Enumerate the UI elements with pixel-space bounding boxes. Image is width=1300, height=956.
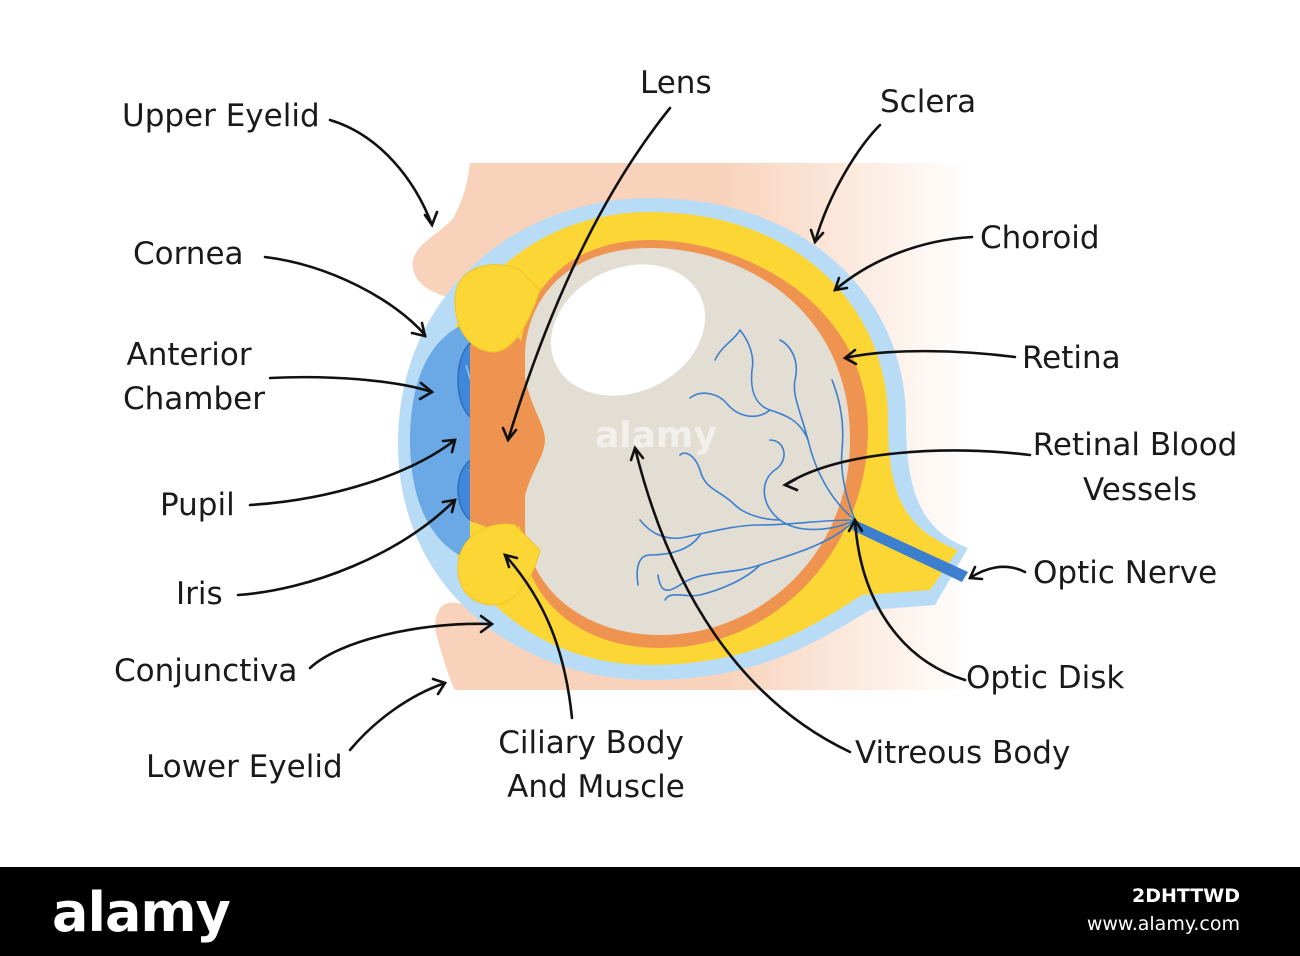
label-retinal-blood-vessels: Retinal Blood Vessels: [1033, 427, 1247, 508]
retinal-vessels: [636, 329, 856, 601]
highlight-shape: [550, 264, 706, 396]
label-conjunctiva: Conjunctiva: [114, 653, 297, 689]
eye-diagram: alamy: [114, 65, 1247, 805]
arrow-optic-disk: [853, 518, 967, 682]
arrow-pupil: [248, 438, 457, 507]
label-ciliary-body: Ciliary Body And Muscle: [498, 725, 694, 805]
label-anterior-chamber: Anterior Chamber: [123, 337, 265, 417]
arrow-retina: [843, 349, 1017, 360]
arrow-upper-eyelid: [328, 118, 434, 227]
stock-footer-bar: alamy 2DHTTWD www.alamy.com: [0, 867, 1300, 956]
label-upper-eyelid: Upper Eyelid: [122, 98, 320, 134]
label-pupil: Pupil: [160, 487, 235, 523]
arrow-lens: [506, 106, 672, 442]
watermark: alamy: [595, 415, 717, 456]
arrow-retinal-vessels: [783, 449, 1032, 487]
arrow-sclera: [813, 123, 882, 244]
footer-image-id: 2DHTTWD: [1132, 885, 1240, 907]
pointer-arrows: [236, 106, 1032, 754]
label-optic-nerve: Optic Nerve: [1033, 555, 1217, 591]
arrow-anterior-chamber: [268, 375, 434, 394]
arrow-vitreous-body: [633, 446, 852, 754]
arrow-ciliary-body: [503, 553, 574, 720]
arrow-optic-nerve: [968, 565, 1027, 580]
arrow-iris: [236, 498, 457, 597]
label-cornea: Cornea: [133, 236, 244, 272]
footer-meta: 2DHTTWD www.alamy.com: [1087, 885, 1240, 935]
arrow-lower-eyelid: [348, 681, 447, 752]
label-iris: Iris: [176, 576, 223, 612]
labels: Upper Eyelid Cornea Anterior Chamber Pup…: [114, 65, 1247, 805]
label-vitreous-body: Vitreous Body: [855, 735, 1070, 771]
ciliary-body-upper-shape: [454, 264, 541, 353]
optic-nerve-shape: [852, 520, 968, 582]
arrow-cornea: [263, 255, 427, 337]
label-optic-disk: Optic Disk: [966, 660, 1124, 696]
footer-logo: alamy: [52, 881, 231, 944]
label-sclera: Sclera: [880, 84, 976, 120]
label-lens: Lens: [640, 65, 712, 101]
footer-url: www.alamy.com: [1086, 913, 1240, 935]
label-lower-eyelid: Lower Eyelid: [146, 749, 343, 785]
label-retina: Retina: [1022, 340, 1121, 376]
arrow-conjunctiva: [308, 622, 494, 670]
label-choroid: Choroid: [980, 220, 1100, 256]
arrow-choroid: [833, 235, 974, 292]
